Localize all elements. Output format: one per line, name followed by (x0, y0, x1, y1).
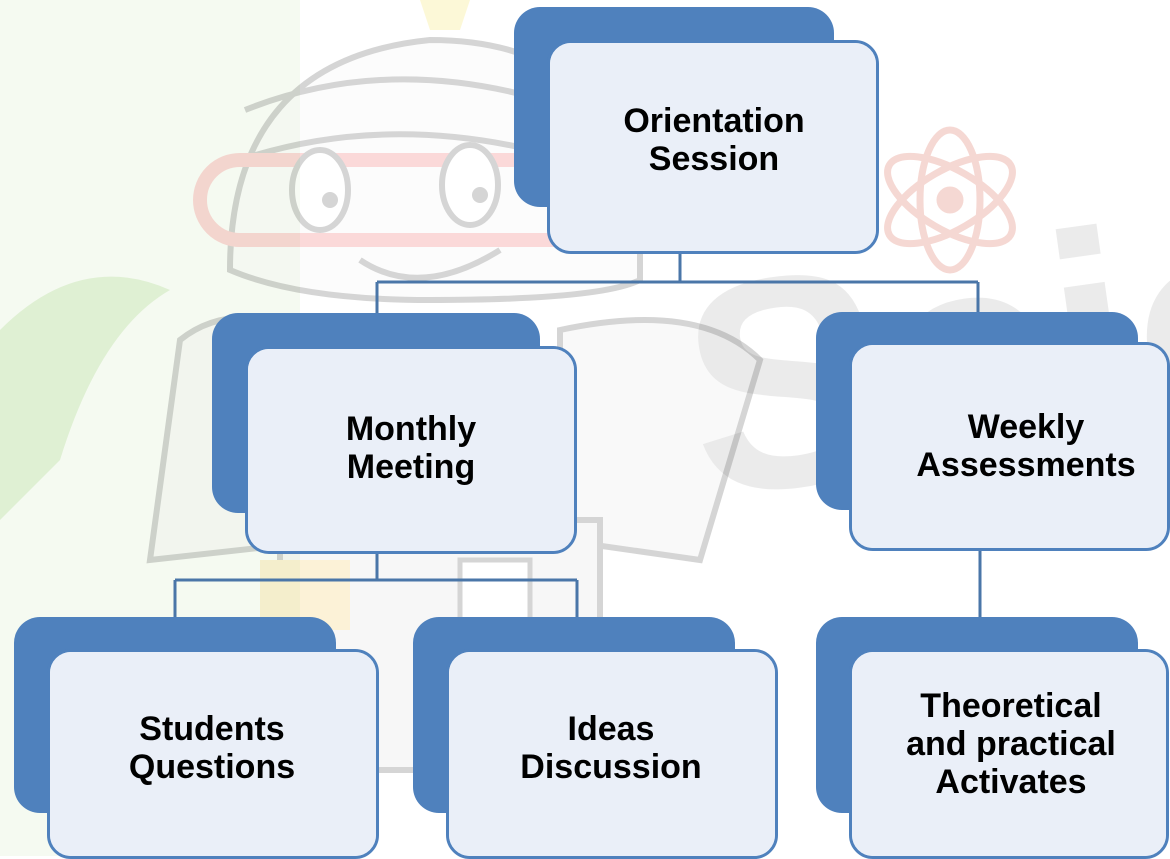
node-box (446, 649, 778, 859)
node-label: Students Questions (128, 710, 296, 786)
node-label: Weekly Assessments (916, 408, 1136, 484)
connector-monthly-to-level2 (173, 553, 579, 645)
node-label: Ideas Discussion (520, 710, 702, 786)
node-box (849, 342, 1170, 551)
atom-icon (884, 126, 1016, 274)
green-swoosh-decoration (0, 276, 170, 520)
node-box (547, 40, 879, 254)
node-label: Monthly Meeting (345, 410, 477, 486)
node-label: Theoretical and practical Activates (906, 687, 1116, 801)
node-box (47, 649, 379, 859)
node-label: Orientation Session (623, 102, 805, 178)
connector-orientation-to-level1 (375, 248, 980, 346)
node-box (245, 346, 577, 554)
